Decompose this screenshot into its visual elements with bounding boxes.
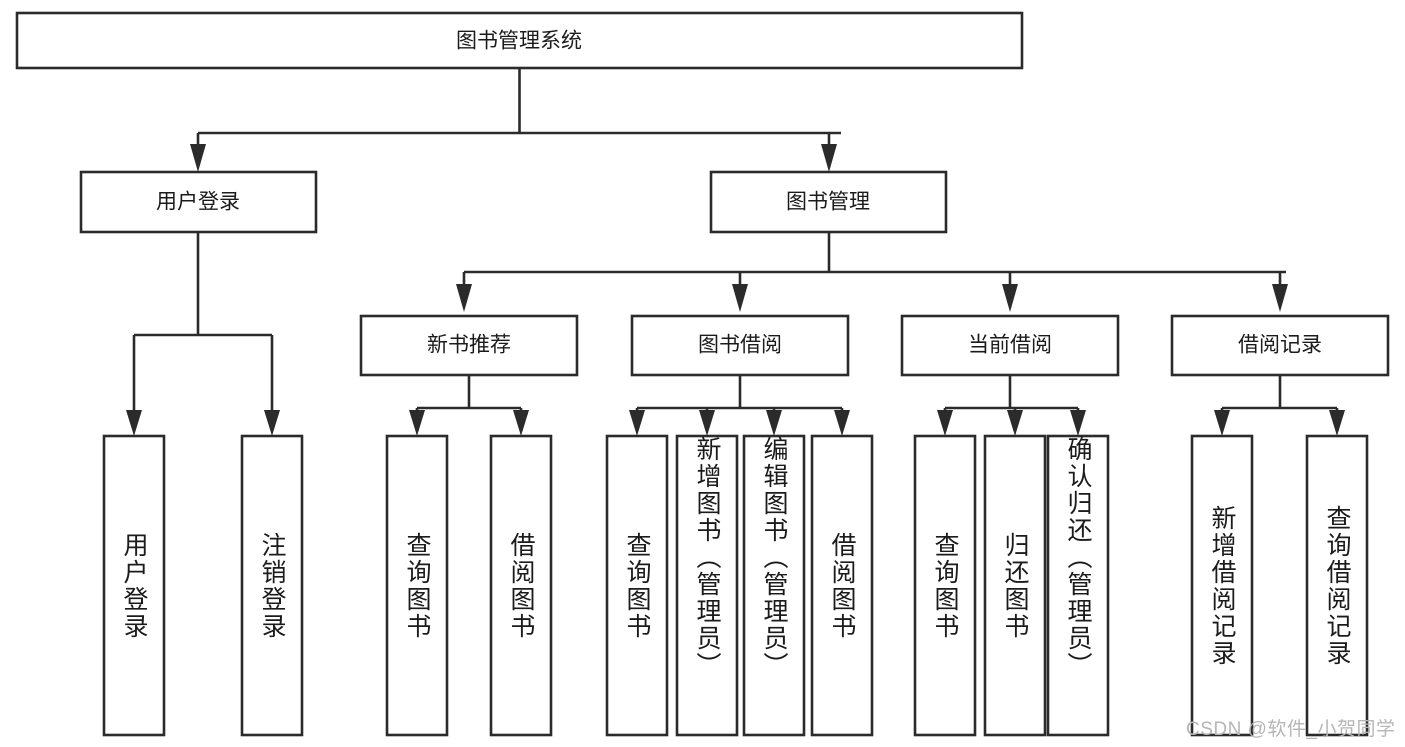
leaf-box-group	[102, 434, 1369, 737]
leaf-box-current-borrow-3[interactable]	[1046, 434, 1110, 737]
node-book-borrow-box[interactable]	[630, 314, 850, 377]
node-current-borrow[interactable]: 当前借阅	[900, 314, 1120, 377]
leaf-box-book-borrow-3[interactable]	[742, 434, 806, 737]
connector-group-borrow-record-to-leaves	[1214, 375, 1345, 436]
arrow-head-to-book-borrow	[732, 284, 748, 312]
node-borrow-record[interactable]: 借阅记录	[1170, 314, 1390, 377]
arrow-head-leaf-new-book-1	[409, 410, 425, 436]
connector-group-new-book-recommend-to-leaves	[409, 375, 529, 436]
node-book-manage-box[interactable]	[709, 170, 948, 234]
arrow-head-to-user-login	[190, 144, 206, 172]
node-new-book-recommend-box[interactable]	[359, 314, 579, 377]
node-current-borrow-label: 当前借阅	[968, 334, 1052, 357]
node-current-borrow-box[interactable]	[900, 314, 1120, 377]
leaf-box-new-book-1[interactable]	[385, 434, 449, 737]
node-new-book-recommend-label: 新书推荐	[427, 334, 511, 357]
connector-group-current-borrow-to-leaves	[937, 375, 1086, 436]
arrow-head-to-new-book-recommend	[456, 284, 472, 312]
node-borrow-record-label: 借阅记录	[1238, 334, 1322, 357]
arrow-head-leaf-current-borrow-1	[937, 410, 953, 436]
node-borrow-record-box[interactable]	[1170, 314, 1390, 377]
arrow-head-leaf-borrow-record-1	[1214, 410, 1230, 436]
node-user-login[interactable]: 用户登录	[79, 170, 318, 234]
leaf-box-user-login-2[interactable]	[240, 434, 304, 737]
node-new-book-recommend[interactable]: 新书推荐	[359, 314, 579, 377]
leaf-box-current-borrow-1[interactable]	[913, 434, 977, 737]
arrow-head-to-current-borrow	[1002, 284, 1018, 312]
node-root-system-box[interactable]	[15, 11, 1024, 70]
arrow-head-leaf-book-borrow-1	[629, 410, 645, 436]
node-book-borrow[interactable]: 图书借阅	[630, 314, 850, 377]
leaf-box-new-book-2[interactable]	[489, 434, 553, 737]
connector-group-book-borrow-to-leaves	[629, 375, 850, 436]
node-user-login-box[interactable]	[79, 170, 318, 234]
connector-group-root-to-level2	[190, 68, 841, 172]
arrow-head-leaf-book-borrow-3	[766, 410, 782, 436]
arrow-head-leaf-book-borrow-4	[834, 410, 850, 436]
leaf-box-current-borrow-2[interactable]	[983, 434, 1047, 737]
leaf-box-borrow-record-1[interactable]	[1190, 434, 1254, 737]
leaf-box-book-borrow-4[interactable]	[810, 434, 874, 737]
connector-group-user-login-to-leaves	[126, 232, 280, 436]
arrow-head-leaf-borrow-record-2	[1329, 410, 1345, 436]
node-root-system[interactable]: 图书管理系统	[15, 11, 1024, 70]
node-root-system-label: 图书管理系统	[456, 30, 582, 53]
node-book-borrow-label: 图书借阅	[698, 334, 782, 357]
arrow-head-leaf-new-book-2	[513, 410, 529, 436]
node-user-login-label: 用户登录	[156, 191, 240, 214]
leaf-box-borrow-record-2[interactable]	[1305, 434, 1369, 737]
node-book-manage[interactable]: 图书管理	[709, 170, 948, 234]
arrow-head-leaf-current-borrow-2	[1007, 410, 1023, 436]
leaf-box-book-borrow-1[interactable]	[605, 434, 669, 737]
csdn-watermark: CSDN @软件_小贺同学	[1186, 719, 1396, 740]
node-book-manage-label: 图书管理	[786, 191, 870, 214]
arrow-head-to-book-manage	[821, 144, 837, 172]
connector-group-book-manage-to-level3	[456, 232, 1288, 312]
arrow-head-leaf-book-borrow-2	[699, 410, 715, 436]
arrow-head-leaf-user-login-1	[126, 410, 142, 436]
leaf-box-user-login-1[interactable]	[102, 434, 166, 737]
arrow-head-to-borrow-record	[1272, 284, 1288, 312]
arrow-head-leaf-current-borrow-3	[1070, 410, 1086, 436]
leaf-box-book-borrow-2[interactable]	[675, 434, 739, 737]
arrow-head-leaf-user-login-2	[264, 410, 280, 436]
